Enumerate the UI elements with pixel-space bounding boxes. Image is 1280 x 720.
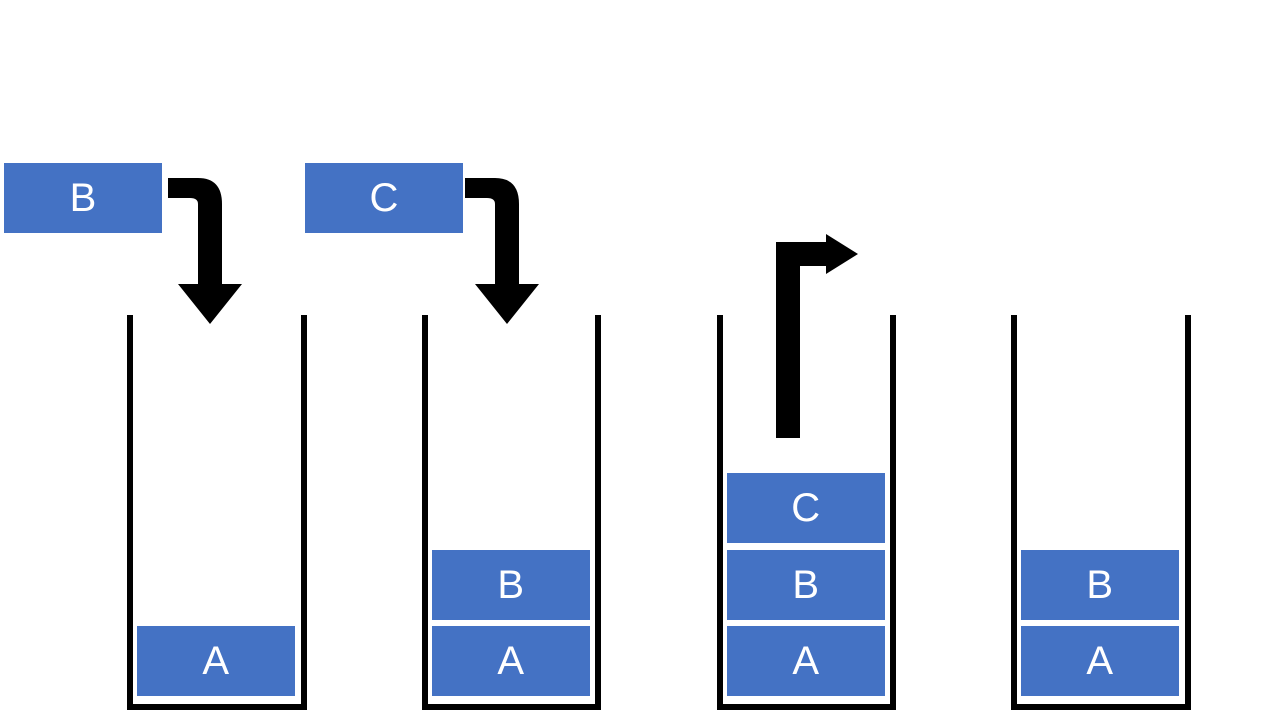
stack-1[interactable] [127, 315, 307, 710]
stack-4[interactable] [1011, 315, 1191, 710]
floating-block-b-label: B [69, 176, 97, 220]
stack-4-block-a[interactable]: A [1021, 626, 1179, 696]
stack-2-block-b-label: B [497, 563, 525, 607]
stack-4-block-b[interactable]: B [1021, 550, 1179, 620]
stack-4-block-a-label: A [1086, 639, 1114, 683]
push-arrow-b-icon [168, 178, 242, 324]
stack-2-block-b[interactable]: B [432, 550, 590, 620]
stack-2[interactable] [422, 315, 601, 710]
stack-4-block-b-label: B [1086, 563, 1114, 607]
stack-3-block-b[interactable]: B [727, 550, 885, 620]
stack-3-block-b-label: B [792, 563, 820, 607]
stack-3-block-a-label: A [792, 639, 820, 683]
stack-2-block-a-label: A [497, 639, 525, 683]
pop-arrow-c-icon [776, 234, 858, 438]
stack-2-block-a[interactable]: A [432, 626, 590, 696]
floating-block-c-label: C [369, 176, 399, 220]
stack-3[interactable] [717, 315, 896, 710]
floating-block-c[interactable]: C [305, 163, 463, 233]
stack-3-block-a[interactable]: A [727, 626, 885, 696]
push-arrow-c-icon [465, 178, 539, 324]
stack-3-block-c-label: C [791, 486, 821, 530]
stack-1-block-a-label: A [202, 639, 230, 683]
stack-1-block-a[interactable]: A [137, 626, 295, 696]
floating-block-b[interactable]: B [4, 163, 162, 233]
stack-3-block-c[interactable]: C [727, 473, 885, 543]
